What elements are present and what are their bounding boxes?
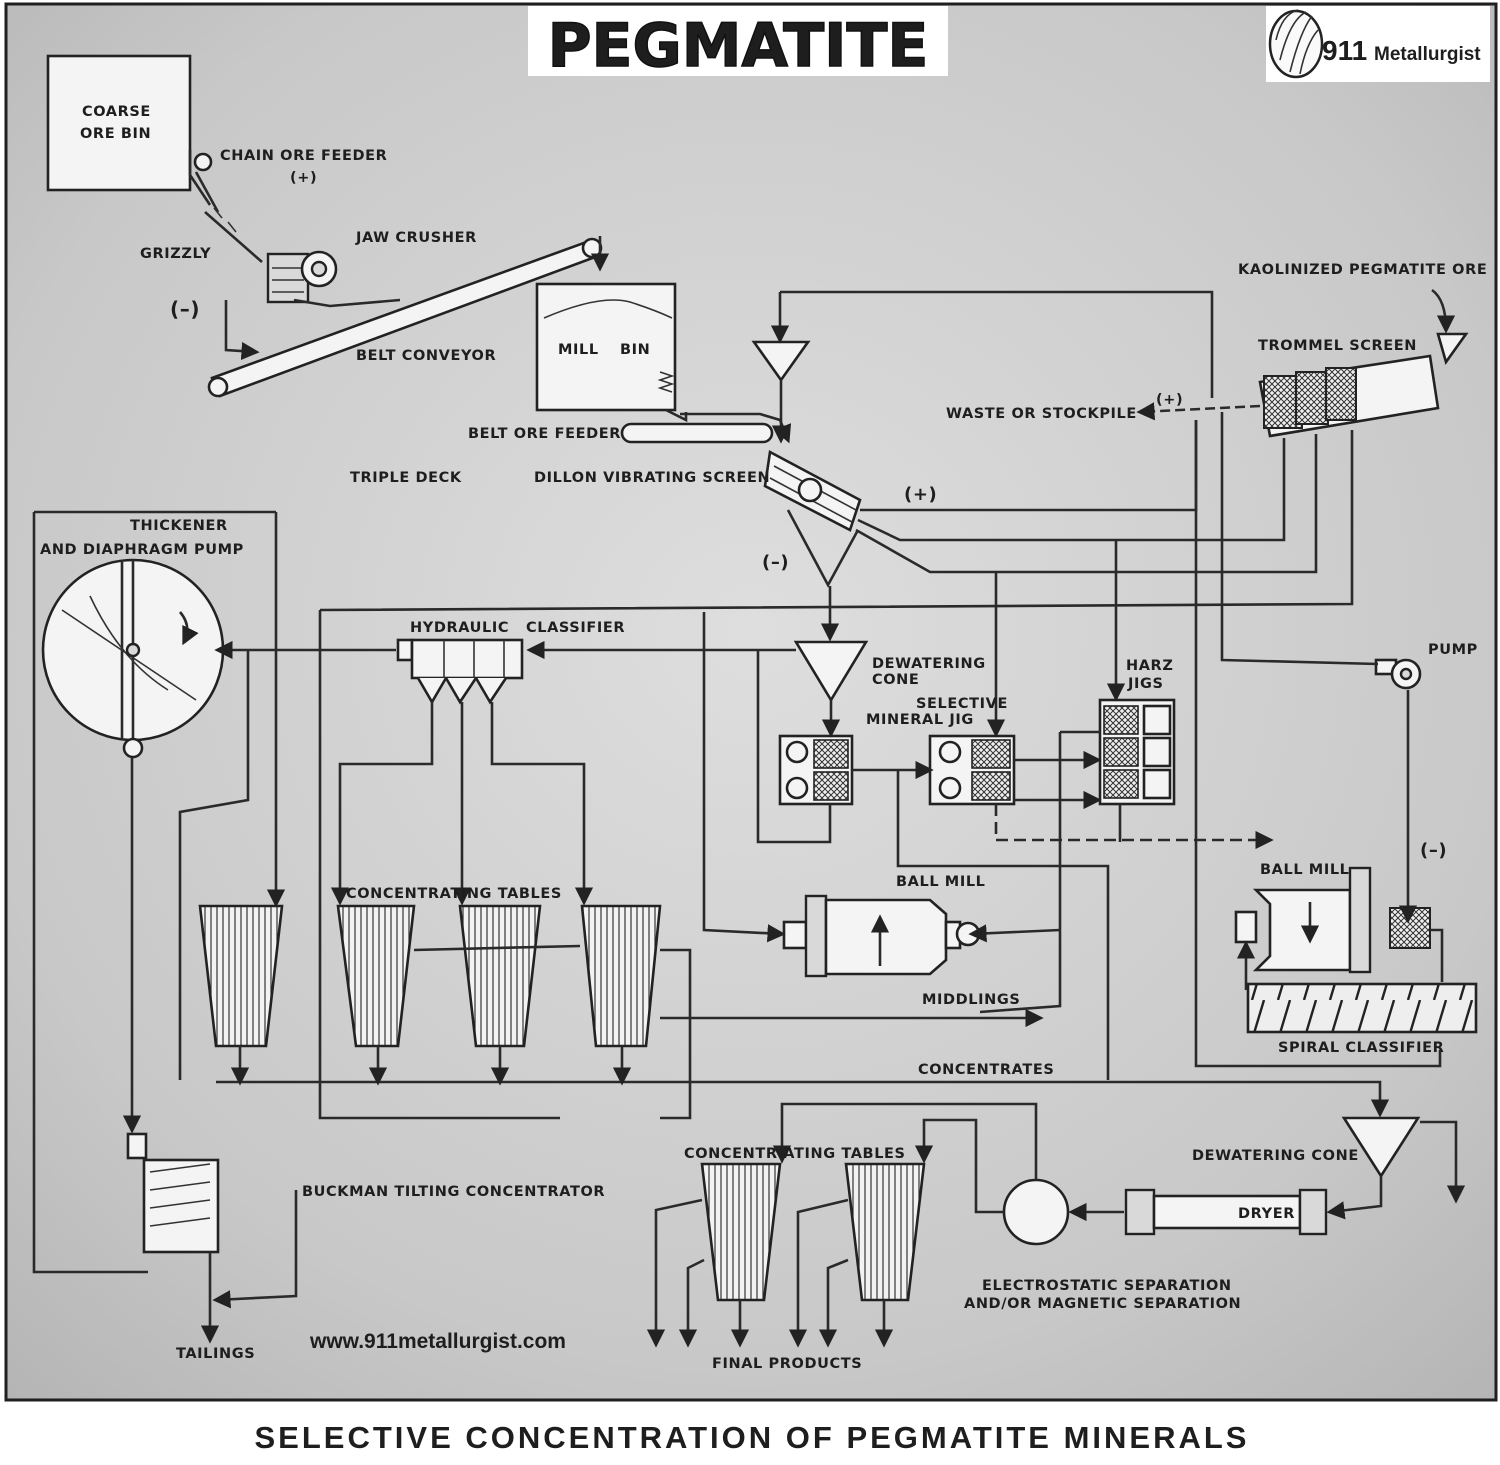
- label-coarse-ore-bin-1: COARSE: [82, 104, 151, 120]
- dewatering-cone-2: [1341, 1116, 1421, 1179]
- label-middlings: MIDDLINGS: [922, 992, 1020, 1008]
- dewatering-cone-1: [793, 640, 869, 703]
- label-thickener-1: THICKENER: [130, 518, 228, 534]
- label-grizzly: GRIZZLY: [140, 246, 211, 262]
- flow-lines: [32, 236, 1466, 1348]
- concentrating-table-3: [458, 904, 542, 1048]
- label-trommel-screen: TROMMEL SCREEN: [1258, 338, 1417, 354]
- jig-1: [778, 734, 854, 806]
- ball-mill-2: [1234, 866, 1431, 974]
- label-hydraulic-classifier: HYDRAULIC CLASSIFIER: [410, 620, 625, 636]
- label-electrostatic-1: ELECTROSTATIC SEPARATION: [982, 1278, 1232, 1294]
- diagram-labels: COARSE ORE BIN CHAIN ORE FEEDER (+) GRIZ…: [40, 104, 1487, 1372]
- figure-caption: SELECTIVE CONCENTRATION OF PEGMATITE MIN…: [255, 1420, 1250, 1455]
- spiral-classifier: [1246, 982, 1478, 1034]
- dryer: [1124, 1188, 1328, 1236]
- website-url: www.911metallurgist.com: [309, 1330, 566, 1353]
- label-coarse-ore-bin-2: ORE BIN: [80, 126, 151, 142]
- label-concentrates: CONCENTRATES: [918, 1062, 1054, 1078]
- label-dewatering-cone-2: DEWATERING CONE: [1192, 1148, 1359, 1164]
- hydraulic-classifier: [396, 638, 524, 705]
- label-triple-deck: TRIPLE DECK: [350, 470, 462, 486]
- chain-ore-feeder: [193, 152, 220, 213]
- brand-logo-icon: [1268, 9, 1324, 79]
- label-thickener-2: AND DIAPHRAGM PUMP: [40, 542, 244, 558]
- label-electrostatic-2: AND/OR MAGNETIC SEPARATION: [964, 1296, 1241, 1312]
- label-dillon-screen: DILLON VIBRATING SCREEN: [534, 470, 770, 486]
- label-minus-1: (–): [170, 297, 200, 321]
- label-belt-conveyor: BELT CONVEYOR: [356, 348, 496, 364]
- coarse-ore-bin: [46, 54, 212, 206]
- page-title: PEGMATITE: [548, 11, 929, 81]
- concentrating-table-4: [580, 904, 662, 1048]
- concentrating-table-2: [336, 904, 416, 1048]
- brand-number: 911: [1322, 35, 1367, 66]
- label-spiral-classifier: SPIRAL CLASSIFIER: [1278, 1040, 1444, 1056]
- label-dryer: DRYER: [1238, 1206, 1295, 1222]
- label-mill-bin-2: BIN: [620, 342, 650, 358]
- label-plus-2: (+): [904, 484, 937, 505]
- label-concentrating-tables-1: CONCENTRATING TABLES: [346, 886, 562, 902]
- label-dewatering-cone-1a: DEWATERING: [872, 656, 986, 672]
- concentrating-table-5: [700, 1162, 782, 1302]
- jaw-crusher: [266, 250, 338, 304]
- buckman-tilting-concentrator: [126, 1132, 220, 1254]
- label-waste-stockpile: WASTE OR STOCKPILE: [946, 406, 1137, 422]
- label-concentrating-tables-2: CONCENTR ATING TABLES: [684, 1146, 906, 1162]
- pump: [1374, 658, 1422, 690]
- label-minus-2: (–): [762, 552, 789, 573]
- harz-jigs: [1098, 698, 1176, 806]
- grizzly: [204, 207, 263, 263]
- thickener: [41, 558, 225, 759]
- brand-logo: 911 Metallurgist: [1266, 6, 1490, 82]
- label-belt-ore-feeder: BELT ORE FEEDER: [468, 426, 621, 442]
- label-harz-jigs-1: HARZ: [1126, 658, 1173, 674]
- brand-name: Metallurgist: [1374, 44, 1481, 65]
- label-minus-3: (–): [1420, 840, 1447, 861]
- label-ball-mill-1: BALL MILL: [896, 874, 986, 890]
- label-buckman: BUCKMAN TILTING CONCENTRATOR: [302, 1184, 605, 1200]
- mill-bin: [535, 282, 677, 412]
- label-plus-3: (+): [1156, 392, 1183, 408]
- label-plus-1: (+): [290, 170, 317, 186]
- title-plate: [528, 6, 948, 76]
- label-tailings: TAILINGS: [176, 1346, 255, 1362]
- label-ball-mill-2: BALL MILL: [1260, 862, 1350, 878]
- electrostatic-separator: [1002, 1178, 1070, 1246]
- belt-ore-feeder: [620, 422, 774, 444]
- trommel-screen: [1258, 332, 1469, 438]
- label-selective-jig-1: SELECTIVE: [916, 696, 1008, 712]
- label-pump: PUMP: [1428, 642, 1478, 658]
- label-dewatering-cone-1b: CONE: [872, 672, 919, 688]
- dillon-vibrating-screen: [763, 449, 862, 588]
- label-mill-bin-1: MILL: [558, 342, 599, 358]
- label-jaw-crusher: JAW CRUSHER: [355, 230, 477, 246]
- label-selective-jig-2: MINERAL JIG: [866, 712, 974, 728]
- selective-mineral-jig: [928, 734, 1016, 806]
- concentrating-table-6: [844, 1162, 926, 1302]
- ball-mill-1: [782, 894, 981, 978]
- label-final-products: FINAL PRODUCTS: [712, 1356, 862, 1372]
- label-kaolinized-ore: KAOLINIZED PEGMATITE ORE: [1238, 262, 1487, 278]
- label-harz-jigs-2: JIGS: [1127, 676, 1164, 692]
- label-chain-ore-feeder: CHAIN ORE FEEDER: [220, 148, 387, 164]
- concentrating-table-1: [198, 904, 284, 1048]
